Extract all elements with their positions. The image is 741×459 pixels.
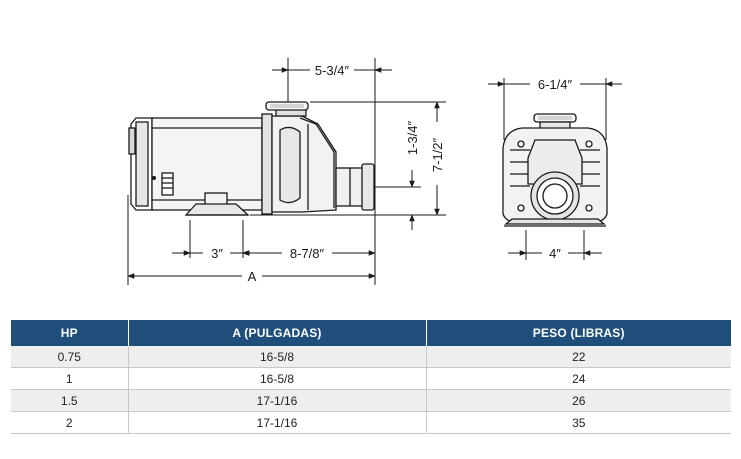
pump-front-view [502, 113, 608, 227]
cell-hp: 2 [11, 411, 129, 434]
side-view-dimensions [127, 58, 446, 285]
cell-hp: 1 [11, 367, 129, 390]
front-width-label: 6-1/4″ [538, 77, 573, 92]
cell-a: 16-5/8 [128, 367, 427, 390]
dim-top-label: 5-3/4″ [315, 63, 350, 78]
front-view-labels: 6-1/4″ 4″ [538, 77, 573, 261]
dim-base-label: 3″ [211, 246, 223, 261]
pump-side-view [128, 101, 375, 216]
cell-peso: 24 [426, 367, 731, 390]
table-row: 1 16-5/8 24 [11, 367, 731, 390]
cell-hp: 1.5 [11, 389, 129, 412]
dim-right-inner-label: 1-3/4″ [405, 120, 420, 155]
cell-a: 17-1/16 [128, 389, 427, 412]
header-peso-libras: PESO (LIBRAS) [426, 320, 731, 346]
cell-a: 17-1/16 [128, 411, 427, 434]
table-row: 0.75 16-5/8 22 [11, 346, 731, 368]
specs-table: HP A (PULGADAS) PESO (LIBRAS) 0.75 16-5/… [11, 320, 731, 434]
cell-peso: 22 [426, 346, 731, 368]
pump-dimension-drawing: 5-3/4″ 1-3/4″ 7-1/2″ 3″ 8-7/8″ A [127, 58, 622, 285]
cell-peso: 35 [426, 411, 731, 434]
header-hp: HP [11, 320, 129, 346]
cell-peso: 26 [426, 389, 731, 412]
front-view-dimensions [488, 78, 622, 260]
header-a-pulgadas: A (PULGADAS) [128, 320, 427, 346]
front-base-label: 4″ [549, 246, 561, 261]
table-row: 1.5 17-1/16 26 [11, 389, 731, 412]
table-row: 2 17-1/16 35 [11, 411, 731, 434]
dim-right-outer-label: 7-1/2″ [430, 137, 445, 172]
cell-hp: 0.75 [11, 346, 129, 368]
cell-a: 16-5/8 [128, 346, 427, 368]
dim-total-label: A [248, 269, 257, 284]
dim-mid-label: 8-7/8″ [290, 246, 325, 261]
specs-header-row: HP A (PULGADAS) PESO (LIBRAS) [11, 320, 731, 346]
side-view-labels: 5-3/4″ 1-3/4″ 7-1/2″ 3″ 8-7/8″ A [211, 63, 445, 284]
